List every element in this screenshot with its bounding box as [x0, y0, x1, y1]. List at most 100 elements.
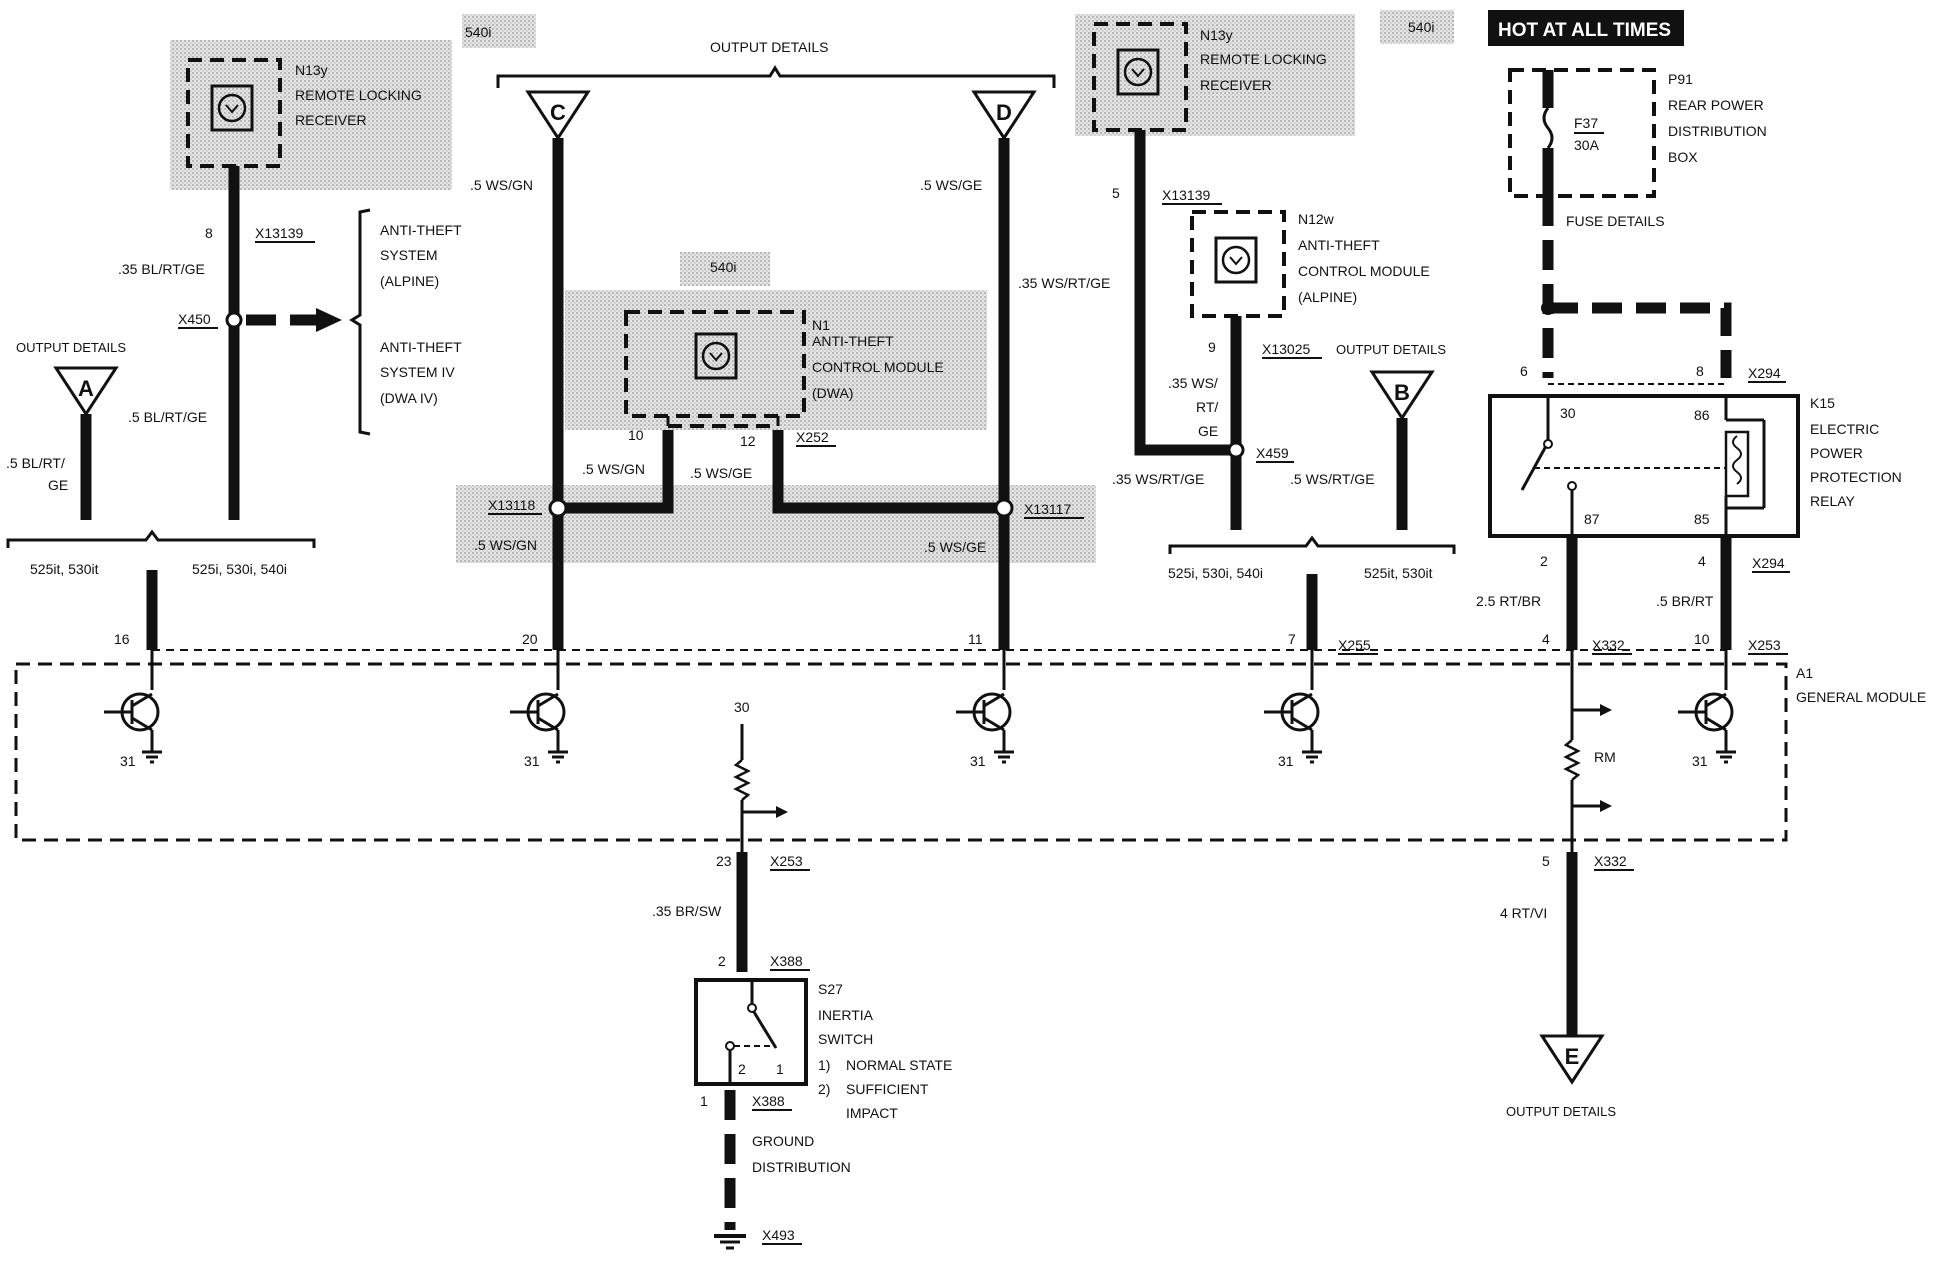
left-model-brace	[6, 529, 316, 548]
n1-line1: ANTI-THEFT	[812, 333, 894, 349]
n1-line2: CONTROL MODULE	[812, 359, 944, 375]
wire-c-label: .5 WS/GN	[470, 177, 533, 193]
model-right-a: 525i, 530i, 540i	[1168, 565, 1263, 581]
x493-label: X493	[762, 1227, 795, 1243]
wire-x253-label: .35 BR/SW	[652, 903, 722, 919]
pin-11: 11	[968, 631, 983, 647]
ground-line2: DISTRIBUTION	[752, 1159, 851, 1175]
transistor-1	[104, 650, 162, 764]
s27-pin1: 1	[776, 1061, 784, 1077]
n13y-right-line2: RECEIVER	[1200, 77, 1272, 93]
x253-right: X253	[1748, 637, 1781, 653]
hot-badge	[1488, 10, 1684, 46]
wire-alpine-label: .35 BL/RT/GE	[118, 261, 205, 277]
n1-icon	[694, 332, 738, 380]
k15-pin87: 87	[1584, 511, 1600, 527]
connector-a-triangle	[53, 366, 119, 417]
wire-hot-branch	[1548, 302, 1732, 378]
note-alpine-1: ANTI-THEFT	[380, 222, 462, 238]
n12w-line2: CONTROL MODULE	[1298, 263, 1430, 279]
k15-line1: ELECTRIC	[1810, 421, 1879, 437]
n13y-left-code: N13y	[295, 62, 328, 78]
x450-splice	[225, 311, 243, 329]
pin-23: 23	[716, 853, 732, 869]
x388-top: X388	[770, 953, 803, 969]
p91-code: P91	[1668, 71, 1693, 87]
wire-alpine-label-2: .5 BL/RT/GE	[128, 409, 207, 425]
connector-b-triangle	[1369, 370, 1435, 421]
x253-bottom: X253	[770, 853, 803, 869]
a1-line1: GENERAL MODULE	[1796, 689, 1926, 705]
s27-state1-num: 1)	[818, 1057, 830, 1073]
connector-a-letter: A	[78, 376, 94, 401]
n12w-line3: (ALPINE)	[1298, 289, 1357, 305]
x252-label: X252	[796, 429, 829, 445]
pin-5: 5	[1112, 185, 1120, 201]
fuse-amps: 30A	[1574, 137, 1600, 153]
x459-splice	[1227, 441, 1245, 459]
s27-state2a: SUFFICIENT	[846, 1081, 929, 1097]
p91-box	[1508, 68, 1656, 198]
x13139-right: X13139	[1162, 187, 1210, 203]
fuse-code: F37	[1574, 115, 1598, 131]
x13025-label: X13025	[1262, 341, 1310, 357]
rm-label: RM	[1594, 749, 1616, 765]
pin-10: 10	[628, 427, 644, 443]
note-dwa-2: SYSTEM IV	[380, 364, 455, 380]
note-alpine-3: (ALPINE)	[380, 273, 439, 289]
pin-12: 12	[740, 433, 756, 449]
transistor-2	[510, 650, 568, 764]
n13y-right-icon	[1116, 48, 1160, 96]
wire-n13y-right	[1134, 130, 1236, 456]
x294-top: X294	[1748, 365, 1781, 381]
note-dwa-3: (DWA IV)	[380, 390, 438, 406]
variant-540i-c: 540i	[1408, 19, 1434, 35]
n12w-line1: ANTI-THEFT	[1298, 237, 1380, 253]
k15-line3: PROTECTION	[1810, 469, 1902, 485]
s27-state2-num: 2)	[818, 1081, 830, 1097]
s27-state1: NORMAL STATE	[846, 1057, 952, 1073]
a1-general-module-box	[14, 662, 1788, 842]
wire-n1-pin12	[772, 430, 1004, 514]
pin-8: 8	[205, 225, 213, 241]
pin-10b: 10	[1694, 631, 1710, 647]
wire-a-label-1: .5 BL/RT/	[6, 455, 65, 471]
s27-line1: INERTIA	[818, 1007, 874, 1023]
pin-7: 7	[1288, 631, 1296, 647]
wire-a-label-2: GE	[48, 477, 68, 493]
connector-c-triangle	[525, 90, 591, 141]
fuse-details-label: FUSE DETAILS	[1566, 213, 1665, 229]
n1-line3: (DWA)	[812, 385, 853, 401]
variant-540i-b: 540i	[710, 259, 736, 275]
wire-d-label-2: .35 WS/RT/GE	[1018, 275, 1110, 291]
model-left-b: 525i, 530i, 540i	[192, 561, 287, 577]
fuse-f37	[1542, 107, 1554, 149]
x13117-splice	[994, 498, 1014, 518]
transistor-5	[1678, 650, 1736, 764]
x450-label: X450	[178, 311, 211, 327]
shade-540i-label-b	[680, 252, 770, 286]
connector-e-letter: E	[1565, 1044, 1580, 1069]
model-right-b: 525it, 530it	[1364, 565, 1433, 581]
output-details-top-label: OUTPUT DETAILS	[710, 39, 829, 55]
k15-line4: RELAY	[1810, 493, 1856, 509]
x13118-splice	[548, 498, 568, 518]
wire-n1-pin12-label: .5 WS/GE	[690, 465, 752, 481]
k15-pin86: 86	[1694, 407, 1710, 423]
pin-1: 1	[700, 1093, 708, 1109]
pin-2b: 2	[718, 953, 726, 969]
wire-k15-85-label: .5 BR/RT	[1656, 593, 1714, 609]
wire-n12w-label-4: .35 WS/RT/GE	[1112, 471, 1204, 487]
k15-code: K15	[1810, 395, 1835, 411]
n12w-code: N12w	[1298, 211, 1335, 227]
shade-n13y-right	[1075, 14, 1355, 136]
a1-pin30: 30	[734, 699, 750, 715]
s27-line2: SWITCH	[818, 1031, 873, 1047]
n12w-box	[1190, 210, 1286, 318]
pin-2: 2	[1540, 553, 1548, 569]
wire-n12w-label-3: GE	[1198, 423, 1218, 439]
p91-line2: DISTRIBUTION	[1668, 123, 1767, 139]
x13118-label: X13118	[488, 497, 535, 513]
output-details-right-label: OUTPUT DETAILS	[1336, 342, 1446, 357]
x13117-label: X13117	[1024, 501, 1071, 517]
